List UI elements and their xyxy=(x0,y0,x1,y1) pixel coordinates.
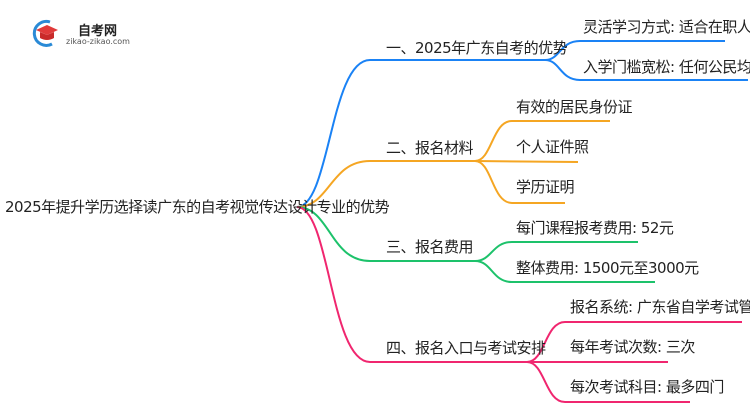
logo-url: zikao-zikao.com xyxy=(66,37,130,46)
logo: 自考网 zikao-zikao.com xyxy=(30,18,140,48)
root-node: 2025年提升学历选择读广东的自考视觉传达设计专业的优势 xyxy=(5,198,390,216)
branch-2-item: 有效的居民身份证 xyxy=(516,98,633,116)
branch-4-item: 每次考试科目: 最多四门 xyxy=(570,378,724,396)
connector-b3-c2 xyxy=(474,260,655,283)
connector-b4-c3 xyxy=(526,361,690,403)
graduation-cap-icon xyxy=(32,19,58,47)
connector-b2 xyxy=(296,160,475,208)
connector-b1-c2 xyxy=(544,59,748,81)
logo-title: 自考网 xyxy=(78,24,118,39)
connector-b3 xyxy=(296,206,475,262)
branch-3-item: 整体费用: 1500元至3000元 xyxy=(516,259,699,277)
branch-2-item: 个人证件照 xyxy=(516,138,589,156)
connector-b1 xyxy=(296,59,545,208)
branch-4-item: 报名系统: 广东省自学考试管理系统 xyxy=(570,298,750,316)
branch-2: 二、报名材料 xyxy=(386,139,474,157)
branch-4: 四、报名入口与考试安排 xyxy=(386,339,546,357)
connector-b2-c1 xyxy=(474,120,610,162)
connector-b4-c1 xyxy=(526,321,742,363)
branch-4-item: 每年考试次数: 三次 xyxy=(570,338,695,356)
connector-b1-c1 xyxy=(544,40,725,61)
connector-b2-c2 xyxy=(474,160,579,163)
branch-1-item: 灵活学习方式: 适合在职人员 xyxy=(583,18,750,36)
branch-3: 三、报名费用 xyxy=(386,238,474,256)
branch-1-item: 入学门槛宽松: 任何公民均可报名 xyxy=(583,58,750,76)
branch-2-item: 学历证明 xyxy=(516,178,575,196)
connector-b3-c1 xyxy=(474,241,638,262)
connector-b2-c3 xyxy=(474,160,565,204)
connector-b4 xyxy=(296,206,527,363)
branch-1: 一、2025年广东自考的优势 xyxy=(386,39,568,57)
branch-3-item: 每门课程报考费用: 52元 xyxy=(516,219,674,237)
